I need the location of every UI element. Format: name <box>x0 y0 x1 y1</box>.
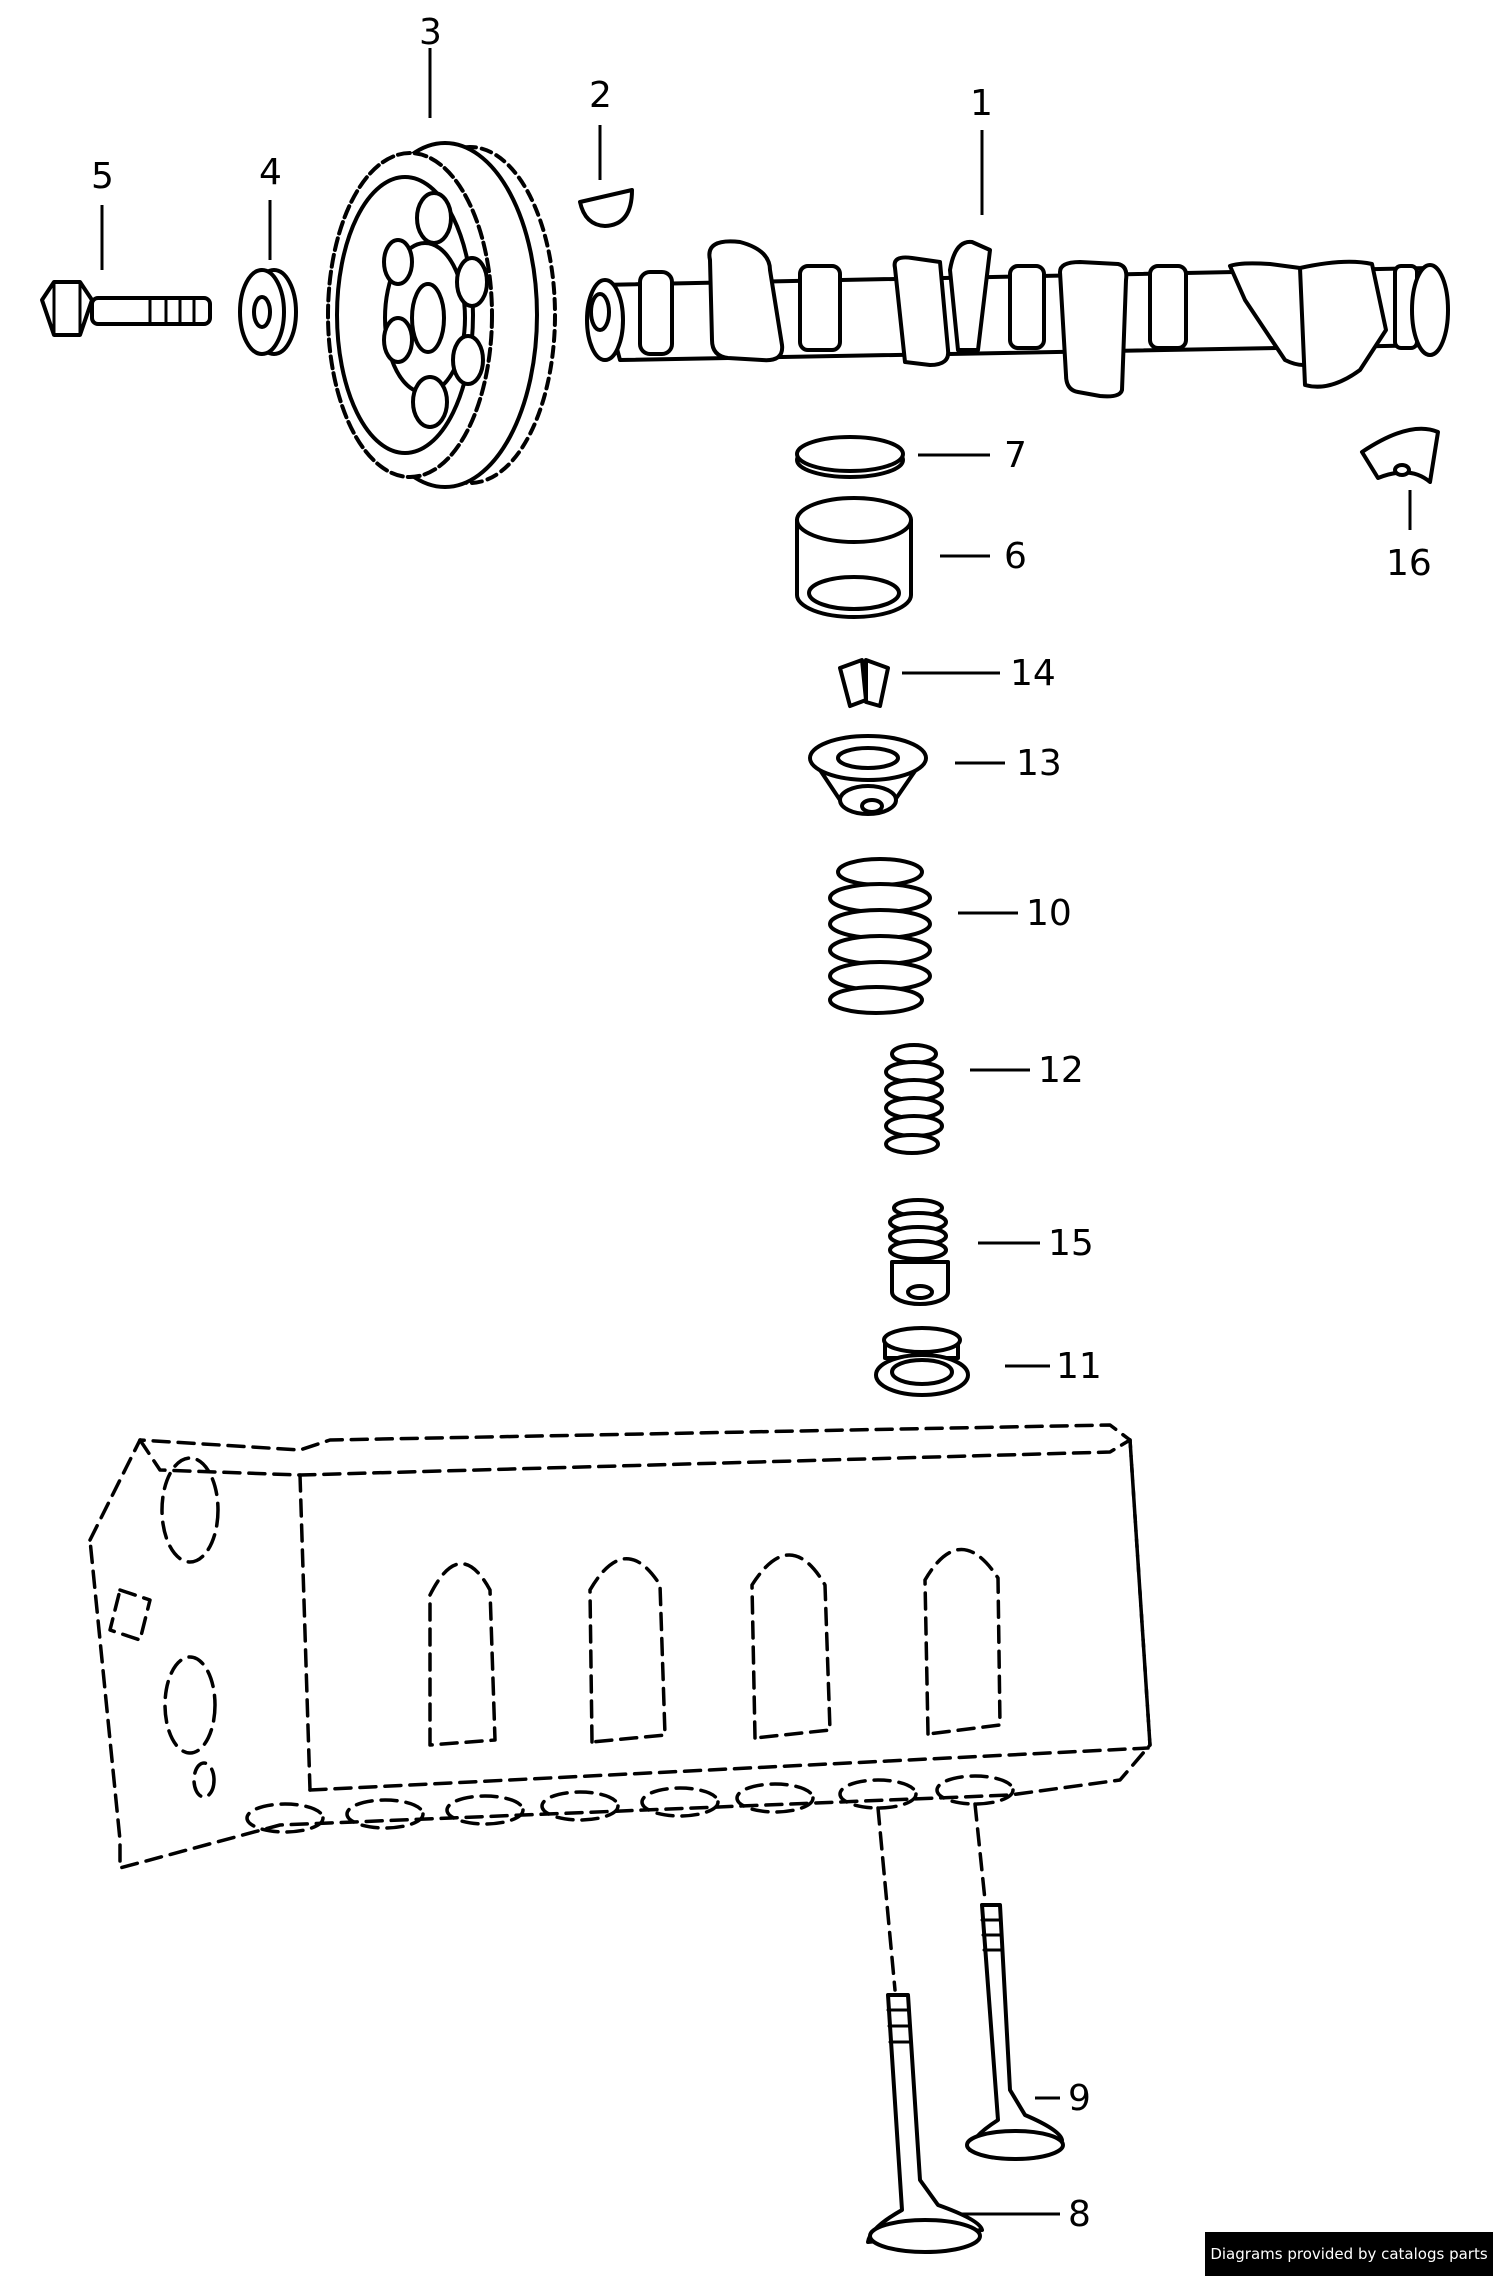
part-12-inner-spring <box>884 1043 944 1155</box>
callout-4: 4 <box>259 152 282 193</box>
callout-5: 5 <box>91 156 114 197</box>
callout-11: 11 <box>1056 1346 1102 1387</box>
callout-9: 9 <box>1068 2078 1091 2119</box>
part-10-outer-spring <box>828 857 932 1015</box>
callout-1: 1 <box>970 83 993 124</box>
part-6-tappet <box>795 496 913 619</box>
callout-3: 3 <box>419 12 442 53</box>
part-8-valve <box>866 1993 984 2254</box>
part-3-sprocket <box>326 141 557 489</box>
callout-13: 13 <box>1016 743 1062 784</box>
callout-15: 15 <box>1048 1223 1094 1264</box>
part-16-bearing-shell <box>1360 426 1440 484</box>
part-15-stem-seal <box>888 1198 950 1306</box>
part-13-retainer <box>808 734 928 816</box>
part-2-key <box>578 188 634 228</box>
part-4-washer <box>238 268 298 356</box>
callout-labels: 1 2 3 4 5 7 6 16 14 13 10 12 15 11 9 8 <box>91 12 1432 2235</box>
leader-lines <box>100 48 1412 2216</box>
callout-10: 10 <box>1026 893 1072 934</box>
part-7-shim <box>795 435 905 479</box>
part-1-camshaft <box>585 239 1450 399</box>
callout-16: 16 <box>1386 543 1432 584</box>
cylinder-head <box>88 1423 1152 1992</box>
callout-6: 6 <box>1004 536 1027 577</box>
callout-12: 12 <box>1038 1050 1084 1091</box>
callout-14: 14 <box>1010 653 1056 694</box>
callout-2: 2 <box>589 75 612 116</box>
part-9-valve <box>965 1903 1065 2161</box>
callout-8: 8 <box>1068 2194 1091 2235</box>
credit-banner: Diagrams provided by catalogs parts <box>1205 2232 1493 2276</box>
part-14-cotters <box>838 658 890 708</box>
callout-7: 7 <box>1004 435 1027 476</box>
part-5-bolt <box>40 280 212 337</box>
part-11-spring-seat <box>874 1326 970 1397</box>
